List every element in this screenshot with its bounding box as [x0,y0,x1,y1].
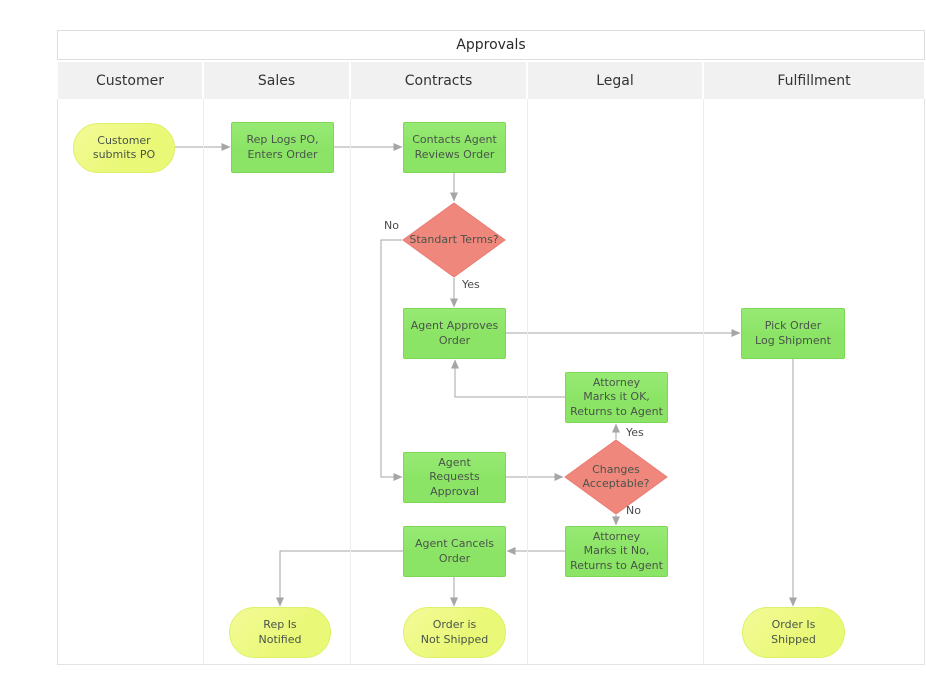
decision-diamond-shape [564,439,668,515]
node-label: Order is Not Shipped [420,618,489,646]
lane-header-sales: Sales [204,62,349,99]
node-label: Changes Acceptable? [582,462,650,490]
node-agent-requests-approval[interactable]: Agent Requests Approval [403,452,506,503]
lane-header-customer: Customer [58,62,202,99]
node-contacts-agent-reviews-order[interactable]: Contacts Agent Reviews Order [403,122,506,173]
decision-diamond-shape [402,202,506,278]
node-label: Pick Order Log Shipment [755,319,831,347]
lane-separator [203,99,204,665]
edge-label-e4: Yes [462,278,480,291]
lane-header-label: Customer [95,72,164,89]
lane-header-contracts: Contracts [351,62,526,99]
lane-header-legal: Legal [528,62,702,99]
lane-header-label: Fulfillment [777,72,851,89]
node-attorney-marks-no[interactable]: Attorney Marks it No, Returns to Agent [565,526,668,577]
node-label: Attorney Marks it OK, Returns to Agent [570,376,663,418]
node-agent-approves-order[interactable]: Agent Approves Order [403,308,506,359]
lane-separator [350,99,351,665]
node-agent-cancels-order[interactable]: Agent Cancels Order [403,526,506,577]
node-label: Agent Approves Order [410,319,499,347]
diagram-title: Approvals [456,37,526,53]
node-order-is-not-shipped[interactable]: Order is Not Shipped [403,607,506,658]
node-label: Attorney Marks it No, Returns to Agent [570,530,663,572]
node-attorney-marks-ok[interactable]: Attorney Marks it OK, Returns to Agent [565,372,668,423]
edge-label-e8: Yes [626,426,644,439]
node-label: Agent Cancels Order [414,537,495,565]
edge-label-e5: No [384,219,399,232]
lane-header-label: Sales [257,72,296,89]
node-rep-is-notified[interactable]: Rep Is Notified [229,607,331,658]
lane-separator [527,99,528,665]
node-label: Rep Is Notified [258,618,302,646]
lane-header-label: Legal [596,72,634,89]
node-label: Contacts Agent Reviews Order [412,133,497,161]
lane-header-fulfillment: Fulfillment [704,62,924,99]
node-rep-logs-po[interactable]: Rep Logs PO, Enters Order [231,122,334,173]
diagram-title-bar: Approvals [57,30,925,60]
node-label: Order Is Shipped [771,618,816,646]
node-label: Standart Terms? [409,232,499,246]
node-label: Agent Requests Approval [429,456,480,498]
node-changes-acceptable[interactable]: Changes Acceptable? [564,439,668,515]
node-customer-submits-po[interactable]: Customer submits PO [73,123,175,173]
node-pick-order-log-shipment[interactable]: Pick Order Log Shipment [741,308,845,359]
node-label: Rep Logs PO, Enters Order [246,133,319,161]
node-order-is-shipped[interactable]: Order Is Shipped [742,607,845,658]
edge-label-e10: No [626,504,641,517]
node-standart-terms[interactable]: Standart Terms? [402,202,506,278]
lanes-body [57,99,925,665]
lane-separator [703,99,704,665]
node-label: Customer submits PO [92,133,156,161]
lane-header-label: Contracts [404,72,473,89]
